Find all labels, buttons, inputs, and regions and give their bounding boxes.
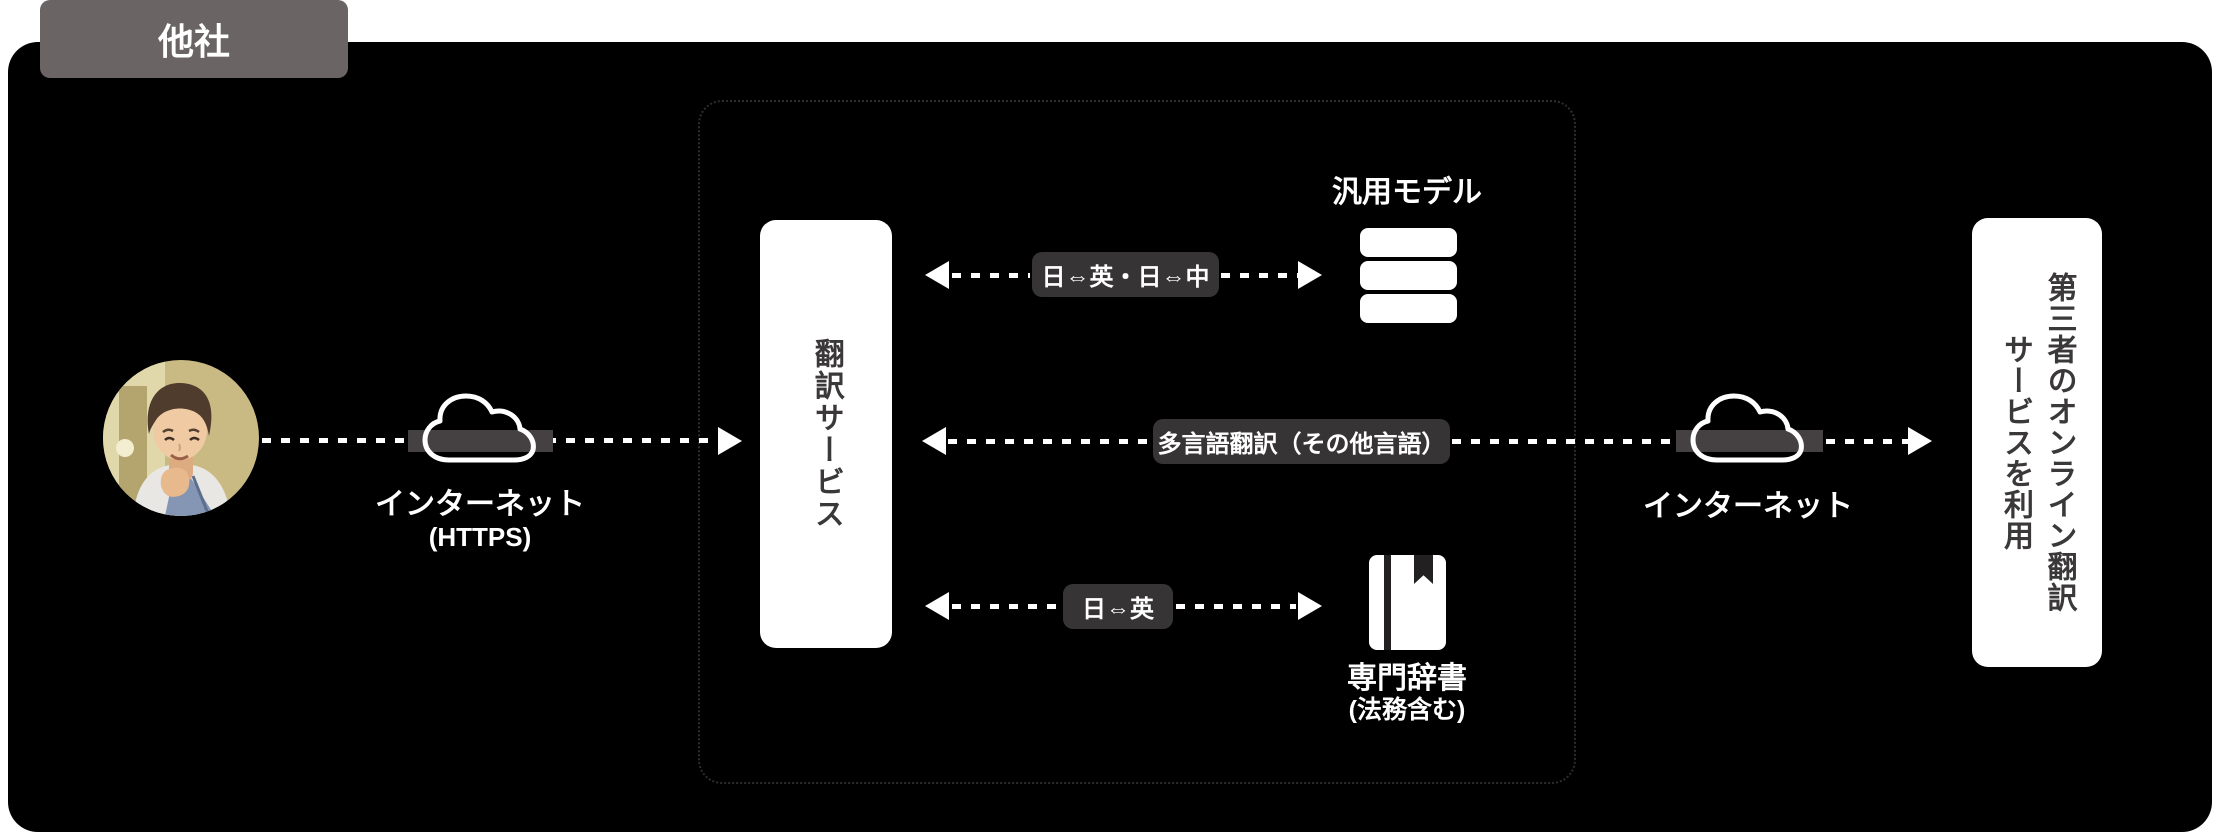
internet-right-label-group: インターネット: [1618, 489, 1878, 525]
other-company-panel: [8, 42, 2212, 832]
server-stack-icon-bar1: [1360, 228, 1457, 257]
translation-service-box: 翻訳サービス: [760, 220, 892, 648]
internet-band-left: [408, 430, 553, 452]
https-label: (HTTPS): [428, 522, 532, 552]
internet-label: インターネット: [375, 488, 585, 521]
general-model-label-group: 汎用モデル: [1307, 176, 1507, 210]
internet-band-right: [1676, 430, 1823, 452]
dictionary-book-icon: [1369, 555, 1446, 650]
dashed-connector: [1221, 273, 1298, 278]
internet-label: インターネット: [1643, 490, 1853, 523]
dashed-connector: [948, 439, 1151, 444]
dashed-connector: [1452, 439, 1676, 444]
dashed-connector: [1176, 604, 1296, 609]
dictionary-sublabel: (法務含む): [1348, 696, 1466, 724]
arrowhead-right-icon: [718, 427, 742, 455]
internet-left-label-group: インターネット (HTTPS): [350, 487, 610, 551]
translation-service-label: 翻訳サービス: [809, 338, 843, 530]
dashed-connector: [952, 273, 1030, 278]
arrow-label-middle: 多言語翻訳（その他言語）: [1153, 419, 1450, 464]
book-spine: [1384, 555, 1391, 650]
third-party-service-box: 第三者のオンライン翻訳 サービスを利用: [1972, 218, 2102, 667]
dashed-connector: [952, 604, 1060, 609]
arrowhead-left-icon: [922, 427, 946, 455]
cloud-icon-right: [1690, 393, 1804, 463]
dashed-connector: [1826, 439, 1908, 444]
arrowhead-left-icon: [925, 261, 949, 289]
third-party-service-label: 第三者のオンライン翻訳 サービスを利用: [1999, 272, 2076, 613]
general-model-label: 汎用モデル: [1332, 176, 1482, 209]
bookmark-ribbon-icon: [1414, 555, 1433, 584]
arrowhead-right-icon: [1298, 261, 1322, 289]
cloud-icon-left: [422, 393, 536, 463]
server-stack-icon-bar2: [1360, 261, 1457, 290]
dictionary-label: 専門辞書: [1347, 662, 1467, 695]
arrowhead-right-icon: [1298, 592, 1322, 620]
user-avatar: [103, 360, 259, 516]
arrow-label-bottom: 日⇔英: [1063, 584, 1173, 629]
arrowhead-right-icon: [1908, 427, 1932, 455]
dictionary-label-group: 専門辞書 (法務含む): [1307, 662, 1507, 724]
arrow-label-top: 日⇔英・日⇔中: [1032, 252, 1219, 297]
other-company-tab: 他社: [40, 0, 348, 78]
server-stack-icon-bar3: [1360, 294, 1457, 323]
arrowhead-left-icon: [925, 592, 949, 620]
tab-label: 他社: [157, 21, 230, 62]
